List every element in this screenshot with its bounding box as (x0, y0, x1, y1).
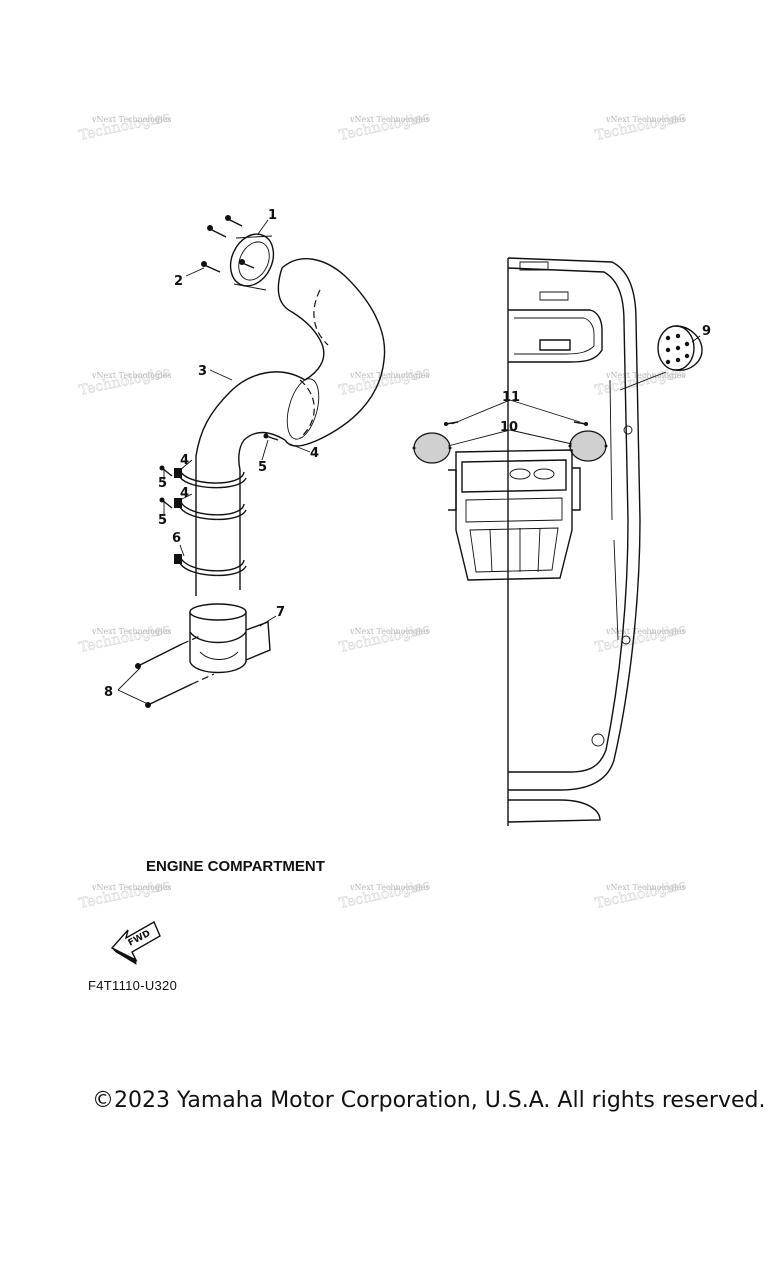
svg-text:vNext Technologies: vNext Technologies (605, 627, 685, 636)
callout-10: 10 (500, 420, 518, 435)
watermark: Technologies vNext Technologies (77, 877, 172, 913)
callout-3: 3 (198, 364, 207, 379)
svg-text:vNext Technologies: vNext Technologies (605, 371, 685, 380)
svg-text:vNext Technologies: vNext Technologies (91, 371, 171, 380)
callout-2: 2 (174, 274, 183, 289)
fwd-arrow: FWD (110, 921, 161, 965)
svg-text:vNext Technologies: vNext Technologies (605, 115, 685, 124)
duct-cover-ring (229, 233, 275, 291)
callout-4: 4 (310, 446, 319, 461)
watermark: Technologies vNext Technologies (77, 621, 172, 657)
part-code: F4T1110-U320 (88, 978, 178, 993)
callout-4: 4 (180, 453, 189, 468)
svg-text:Technologies: Technologies (78, 364, 172, 399)
svg-text:Technologies: Technologies (338, 364, 432, 399)
callout-1: 1 (268, 208, 277, 223)
watermark: Technologies vNext Technologies (337, 621, 432, 657)
callout-6: 6 (172, 531, 181, 546)
callout-5: 5 (258, 460, 267, 475)
watermark: Technologies vNext Technologies (77, 364, 172, 400)
svg-text:vNext Technologies: vNext Technologies (349, 115, 429, 124)
watermark: Technologies vNext Technologies (337, 364, 432, 400)
watermark: Technologies vNext Technologies (337, 109, 432, 145)
svg-text:vNext Technologies: vNext Technologies (349, 883, 429, 892)
svg-text:vNext Technologies: vNext Technologies (91, 115, 171, 124)
copyright-notice: ©2023 Yamaha Motor Corporation, U.S.A. A… (92, 1088, 766, 1113)
watermark: Technologies vNext Technologies (593, 621, 688, 657)
diagram-title: ENGINE COMPARTMENT (146, 858, 325, 875)
watermark: Technologies vNext Technologies (77, 109, 172, 145)
watermark: Technologies vNext Technologies (593, 877, 688, 913)
callout-5: 5 (158, 476, 167, 491)
svg-text:vNext Technologies: vNext Technologies (349, 371, 429, 380)
svg-text:vNext Technologies: vNext Technologies (91, 627, 171, 636)
svg-text:vNext Technologies: vNext Technologies (91, 883, 171, 892)
bolts (135, 635, 215, 708)
callout-9: 9 (702, 324, 711, 339)
drain-cap (657, 325, 703, 371)
callout-11: 11 (502, 390, 520, 405)
callout-8: 8 (104, 685, 113, 700)
svg-text:vNext Technologies: vNext Technologies (349, 627, 429, 636)
watermark: Technologies vNext Technologies (593, 109, 688, 145)
hose-clamps (174, 468, 247, 577)
duct-bracket (189, 603, 271, 674)
callout-4: 4 (180, 486, 189, 501)
callout-5: 5 (158, 513, 167, 528)
intake-duct-hose (195, 258, 386, 596)
callout-7: 7 (276, 605, 285, 620)
storage-bin (448, 449, 581, 581)
svg-text:vNext Technologies: vNext Technologies (605, 883, 685, 892)
leader-lines (117, 219, 701, 705)
grille-covers (412, 430, 608, 464)
callout-labels: 1 2 3 4 4 4 5 5 5 6 7 8 9 10 11 (104, 208, 711, 700)
small-screws (159, 433, 279, 509)
watermark: Technologies vNext Technologies (337, 877, 432, 913)
watermarks: Technologies vNext Technologies Technolo… (77, 109, 688, 913)
hull-outline (507, 257, 641, 826)
screws (201, 215, 255, 273)
